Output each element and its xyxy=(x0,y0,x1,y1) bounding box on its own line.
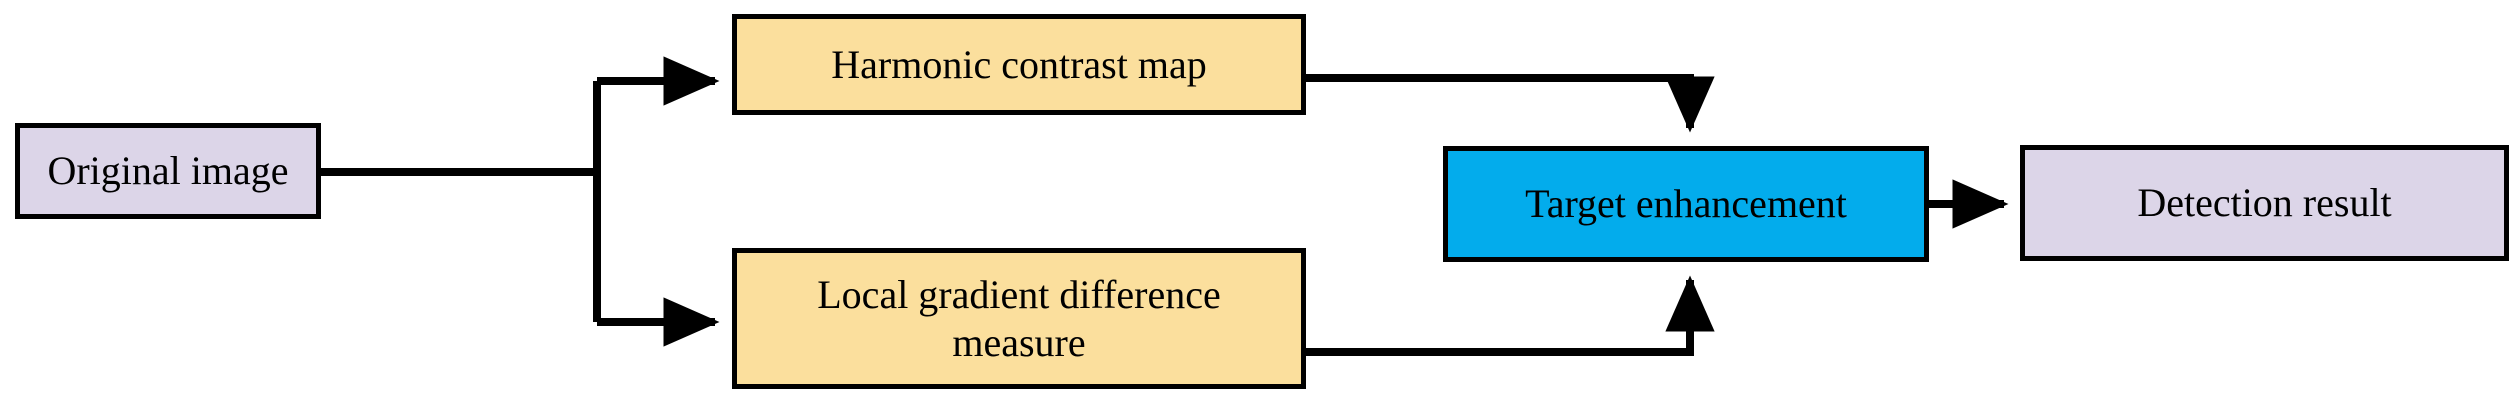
node-detection-result-label: Detection result xyxy=(2137,180,2392,226)
node-local-gradient-difference-measure-label: Local gradient difference measure xyxy=(737,271,1301,365)
node-local-gradient-difference-measure-label-line2: measure xyxy=(952,319,1086,365)
node-original-image-label: Original image xyxy=(47,148,289,194)
node-local-gradient-difference-measure-label-line1: Local gradient difference xyxy=(817,272,1221,318)
edge-local-gradient-to-target xyxy=(1306,275,1715,356)
node-harmonic-contrast-map[interactable]: Harmonic contrast map xyxy=(732,14,1306,115)
node-target-enhancement-label: Target enhancement xyxy=(1525,181,1847,227)
node-local-gradient-difference-measure[interactable]: Local gradient difference measure xyxy=(732,248,1306,389)
node-harmonic-contrast-map-label: Harmonic contrast map xyxy=(831,41,1207,87)
node-detection-result[interactable]: Detection result xyxy=(2020,145,2509,261)
node-target-enhancement[interactable]: Target enhancement xyxy=(1443,146,1929,262)
edge-harmonic-to-target xyxy=(1306,74,1715,133)
node-original-image[interactable]: Original image xyxy=(15,123,321,219)
